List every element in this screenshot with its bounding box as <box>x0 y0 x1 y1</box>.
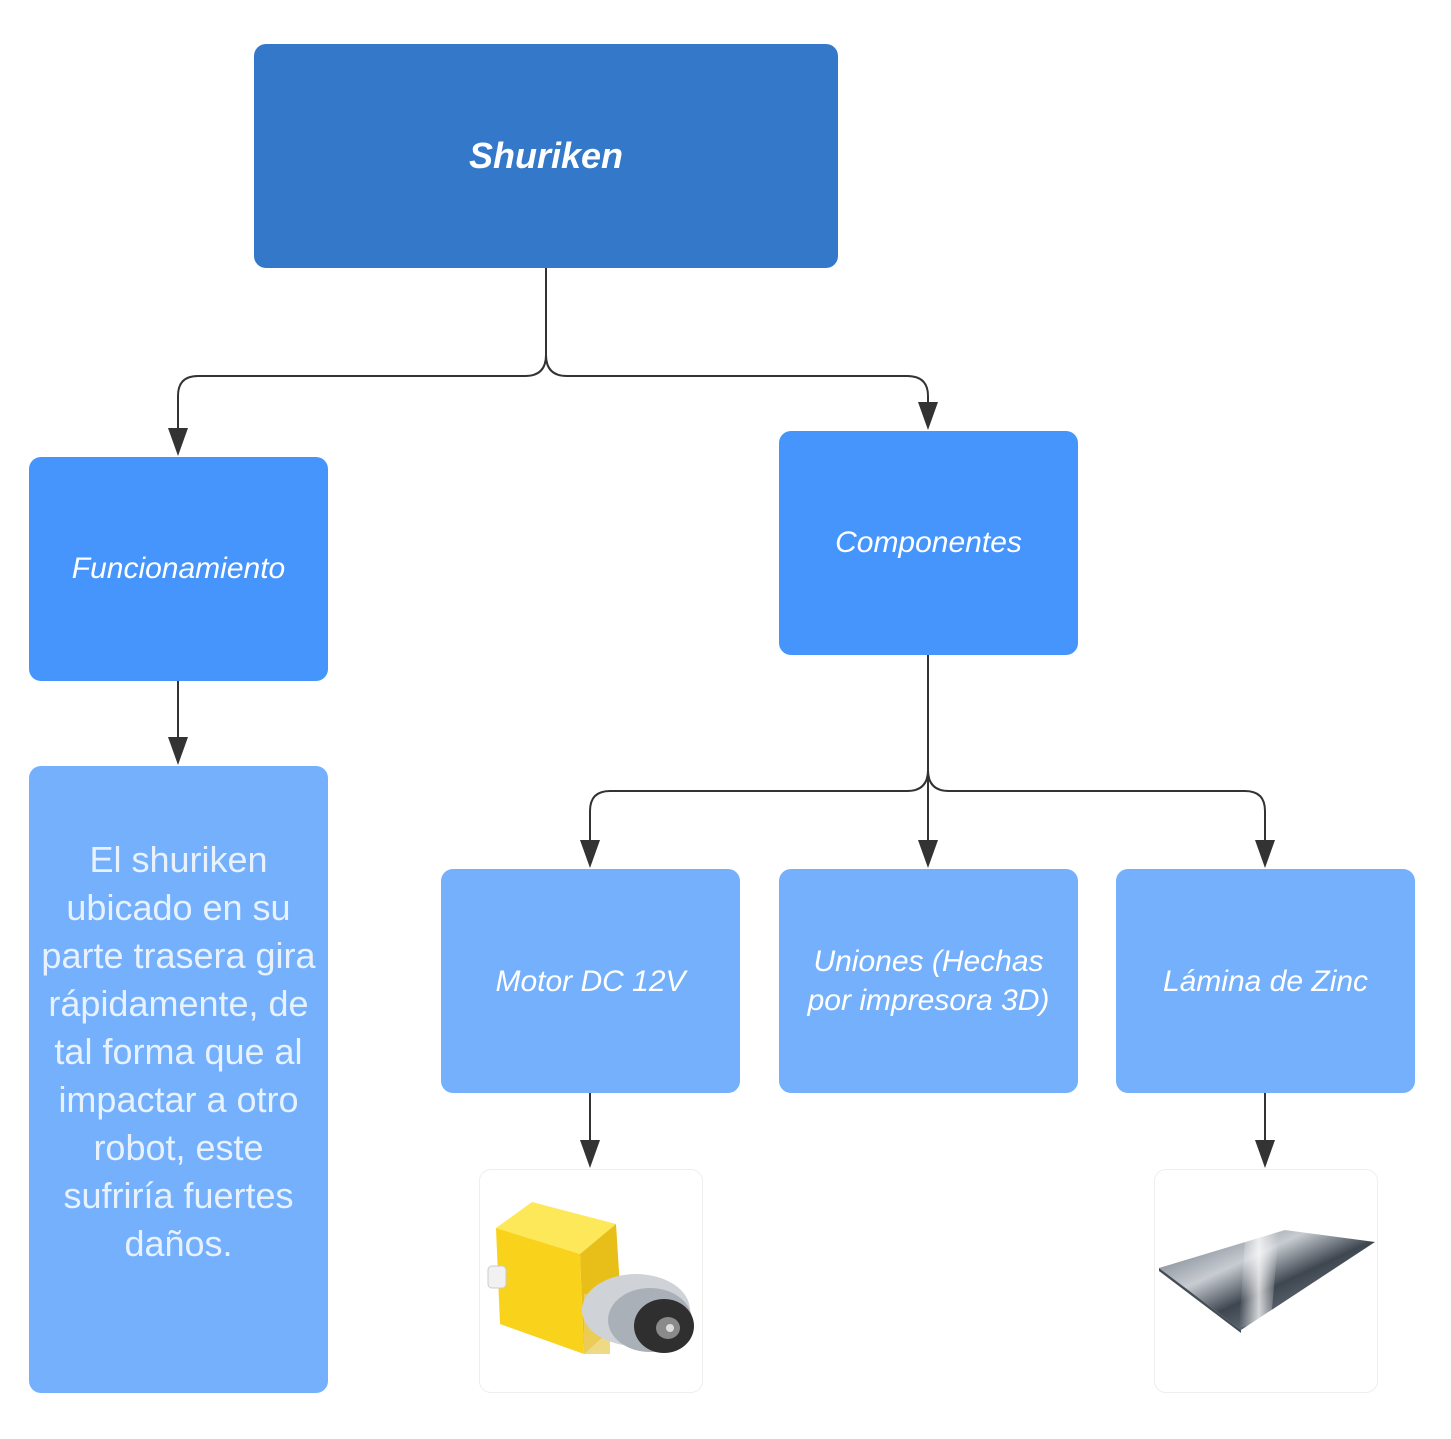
node-description-text: El shuriken ubicado en su parte trasera … <box>41 839 316 1264</box>
connector-root-to-componentes <box>545 268 929 402</box>
arrowhead-motor-image <box>580 1140 600 1168</box>
node-uniones-label: Uniones (Hechas por impresora 3D) <box>807 945 1050 1017</box>
lamina-image-card <box>1154 1169 1378 1393</box>
node-uniones: Uniones (Hechas por impresora 3D) <box>779 869 1078 1093</box>
motor-image-card <box>479 1169 703 1393</box>
motor-image <box>487 1202 694 1354</box>
connector-root-to-funcionamiento <box>177 268 547 428</box>
node-shuriken-label: Shuriken <box>468 135 624 176</box>
arrowhead-funcionamiento <box>168 428 188 456</box>
connector-componentes-to-motor <box>589 655 929 840</box>
node-funcionamiento-label: Funcionamiento <box>71 552 286 585</box>
arrowhead-lamina-image <box>1255 1140 1275 1168</box>
arrowhead-lamina <box>1255 840 1275 868</box>
node-description: El shuriken ubicado en su parte trasera … <box>29 766 328 1393</box>
arrowhead-componentes <box>918 402 938 430</box>
lamina-image <box>1159 1230 1375 1333</box>
node-componentes-label: Componentes <box>835 526 1022 559</box>
node-motor-label: Motor DC 12V <box>495 964 686 998</box>
node-componentes: Componentes <box>779 431 1078 655</box>
node-lamina: Lámina de Zinc <box>1116 869 1415 1093</box>
arrowhead-description <box>168 737 188 765</box>
node-shuriken: Shuriken <box>254 44 838 268</box>
node-lamina-label: Lámina de Zinc <box>1162 964 1369 998</box>
node-funcionamiento: Funcionamiento <box>29 457 328 681</box>
arrowhead-uniones <box>918 840 938 868</box>
node-motor: Motor DC 12V <box>441 869 740 1093</box>
arrowhead-motor <box>580 840 600 868</box>
connector-componentes-to-lamina <box>927 655 1266 840</box>
